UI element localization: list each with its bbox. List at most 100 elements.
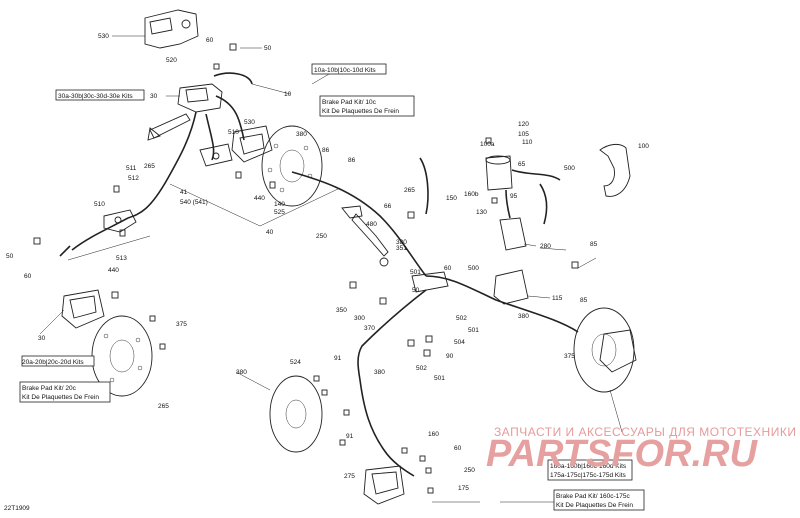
callout: 380	[296, 131, 307, 138]
kit-label-175-line2: Kit De Plaquettes De Frein	[556, 502, 633, 509]
hose-500	[599, 143, 631, 197]
callout: 140	[274, 201, 285, 208]
kit-label-10: 10a-10b|10c-10d Kits	[314, 67, 376, 74]
callout: 370	[364, 325, 375, 332]
callout: 512	[128, 175, 139, 182]
disc-rear-left	[269, 375, 323, 453]
callout: 60	[24, 273, 32, 280]
callout: 85	[590, 241, 598, 248]
fasteners	[33, 43, 579, 494]
callout: 440	[108, 267, 119, 274]
callout: 60	[444, 265, 452, 272]
kit-box-30: 30a-30b|30c-30d-30e Kits	[55, 89, 145, 101]
callout: 265	[158, 403, 169, 410]
callout: 91	[334, 355, 342, 362]
caliper-rear-right	[599, 329, 637, 373]
callout: 50	[264, 45, 272, 52]
diagram-id: 22T1909	[4, 505, 30, 512]
bracket-500	[493, 269, 529, 305]
kit-label-160-1: 160a-160b|160c-160d Kits	[550, 463, 627, 470]
kit-label-10-line2: Kit De Plaquettes De Frein	[322, 108, 399, 115]
callout: 375	[564, 353, 575, 360]
brake-pedal-250	[341, 205, 389, 267]
kit-label-20-line2: Kit De Plaquettes De Frein	[22, 394, 99, 401]
callout: 500	[564, 165, 575, 172]
rear-master-cylinder	[411, 271, 449, 293]
callout: 90	[446, 353, 454, 360]
callout: 530	[244, 119, 255, 126]
callout: 91	[346, 433, 354, 440]
callout: 480	[366, 221, 377, 228]
watermark: ЗАПЧАСТИ И АКСЕССУАРЫ ДЛЯ МОТОТЕХНИКИ PA…	[486, 425, 796, 475]
callout: 30	[150, 93, 158, 100]
disc-rear-right	[573, 307, 635, 393]
kit-box-10: 10a-10b|10c-10d Kits Brake Pad Kit/ 10c …	[311, 63, 415, 117]
callout: 160b	[464, 191, 479, 198]
callout: 110	[522, 139, 533, 146]
callout: 265	[404, 187, 415, 194]
callout: 250	[464, 467, 475, 474]
callout: 85	[580, 297, 588, 304]
callout: 100	[638, 143, 649, 150]
callout: 100a	[480, 141, 495, 148]
callout: 504	[454, 339, 465, 346]
callout: 275	[344, 473, 355, 480]
callout: 510	[94, 201, 105, 208]
caliper-front-right	[231, 125, 273, 163]
callout: 501	[434, 375, 445, 382]
leader-lines	[39, 35, 623, 503]
bracket-510-upper	[199, 143, 233, 167]
callout: 40	[266, 229, 274, 236]
disc-front-right	[261, 125, 323, 207]
callout: 530	[98, 33, 109, 40]
callout: 105	[518, 131, 529, 138]
callout: 380	[518, 313, 529, 320]
callout: 380	[236, 369, 247, 376]
callout: 130	[476, 209, 487, 216]
callout: 380	[374, 369, 385, 376]
callout: 150	[446, 195, 457, 202]
callout: 351	[396, 245, 407, 252]
callout-labels: 530 60 50 520 10 30 510 530 380 86 511 2…	[4, 33, 649, 512]
callout: 86	[348, 157, 356, 164]
callout: 30	[38, 335, 46, 342]
kit-box-160: 160a-160b|160c-160d Kits 175a-175c|175c-…	[547, 459, 645, 511]
callout: 500	[468, 265, 479, 272]
callout: 501	[468, 327, 479, 334]
bracket-530	[144, 9, 199, 49]
callout: 540 (541)	[180, 199, 208, 206]
callout: 501	[410, 269, 421, 276]
kit-label-30: 30a-30b|30c-30d-30e Kits	[58, 93, 133, 100]
callout: 513	[116, 255, 127, 262]
watermark-logo: PARTSFOR.RU	[486, 433, 758, 475]
callout: 300	[354, 315, 365, 322]
callout: 10	[284, 91, 292, 98]
callout: 250	[316, 233, 327, 240]
kit-label-175-line1: Brake Pad Kit/ 160c-175c	[556, 493, 630, 500]
brake-lines-left	[59, 72, 253, 257]
callout: 175	[458, 485, 469, 492]
callout: 41	[180, 189, 188, 196]
callout: 524	[290, 359, 301, 366]
callout: 520	[166, 57, 177, 64]
callout: 510	[228, 129, 239, 136]
callout: 66	[384, 203, 392, 210]
callout: 50	[6, 253, 14, 260]
kit-label-20-line1: Brake Pad Kit/ 20c	[22, 385, 77, 392]
caliper-front-left	[61, 289, 105, 329]
callout: 120	[518, 121, 529, 128]
watermark-line1: ЗАПЧАСТИ И АКСЕССУАРЫ ДЛЯ МОТОТЕХНИКИ	[494, 425, 796, 439]
callout: 502	[416, 365, 427, 372]
kit-label-160-2: 175a-175c|175c-175d Kits	[550, 472, 627, 479]
callout: 50	[412, 287, 420, 294]
callout: 350	[336, 307, 347, 314]
callout: 375	[176, 321, 187, 328]
callout: 380	[396, 239, 407, 246]
rear-brake-line	[291, 157, 579, 477]
callout: 60	[206, 37, 214, 44]
callout: 86	[322, 147, 330, 154]
caliper-rear-left	[363, 465, 405, 505]
kit-label-10-line1: Brake Pad Kit/ 10c	[322, 99, 377, 106]
master-cylinder	[147, 83, 223, 141]
callout: 115	[552, 295, 563, 302]
